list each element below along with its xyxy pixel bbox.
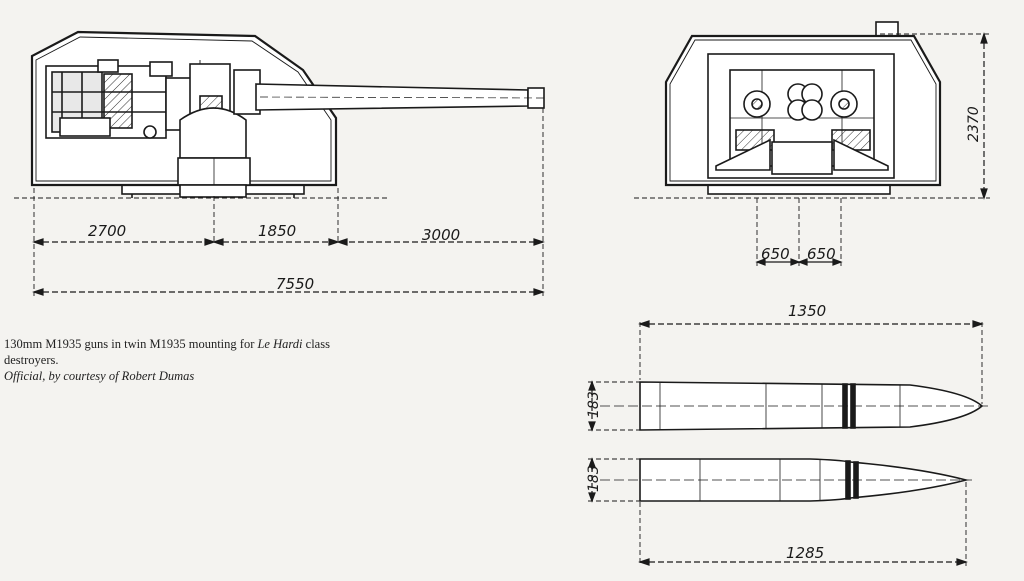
side-dimension-lines [32, 238, 545, 296]
shell-1-extension-lines [588, 322, 983, 431]
dim-label-1850: 1850 [258, 222, 296, 240]
shell-2-extension-lines [588, 458, 967, 566]
dim-label-2700: 2700 [88, 222, 126, 240]
figure-caption: 130mm M1935 guns in twin M1935 mounting … [4, 336, 334, 384]
dim-label-7550: 7550 [276, 275, 314, 293]
front-extension-lines [634, 33, 990, 266]
side-elevation [30, 30, 545, 198]
shell-drawing-1 [600, 381, 988, 431]
caption-description: 130mm M1935 guns in twin M1935 mounting … [4, 336, 334, 368]
front-elevation [664, 21, 942, 195]
dim-label-2370: 2370 [966, 106, 982, 142]
side-extension-lines [14, 108, 544, 296]
caption-class-name: Le Hardi [257, 337, 303, 351]
dim-label-1285: 1285 [786, 544, 824, 562]
shell-2-dimension-lines [588, 457, 968, 566]
caption-text-2: class destroyers. [4, 337, 330, 367]
dim-label-650-left: 650 [761, 245, 790, 263]
dim-label-shell-2-diameter: 183 [586, 465, 602, 492]
caption-text-1: 130mm M1935 guns in twin M1935 mounting … [4, 337, 258, 351]
shell-1-dimension-lines [588, 320, 984, 432]
dim-label-shell-1-diameter: 183 [586, 391, 602, 418]
dim-label-1350: 1350 [788, 302, 826, 320]
shell-drawing-2 [600, 458, 972, 502]
dim-label-3000: 3000 [422, 226, 460, 244]
dim-label-650-right: 650 [807, 245, 836, 263]
caption-credit: Official, by courtesy of Robert Dumas [4, 369, 195, 383]
front-dimension-lines [755, 32, 988, 266]
